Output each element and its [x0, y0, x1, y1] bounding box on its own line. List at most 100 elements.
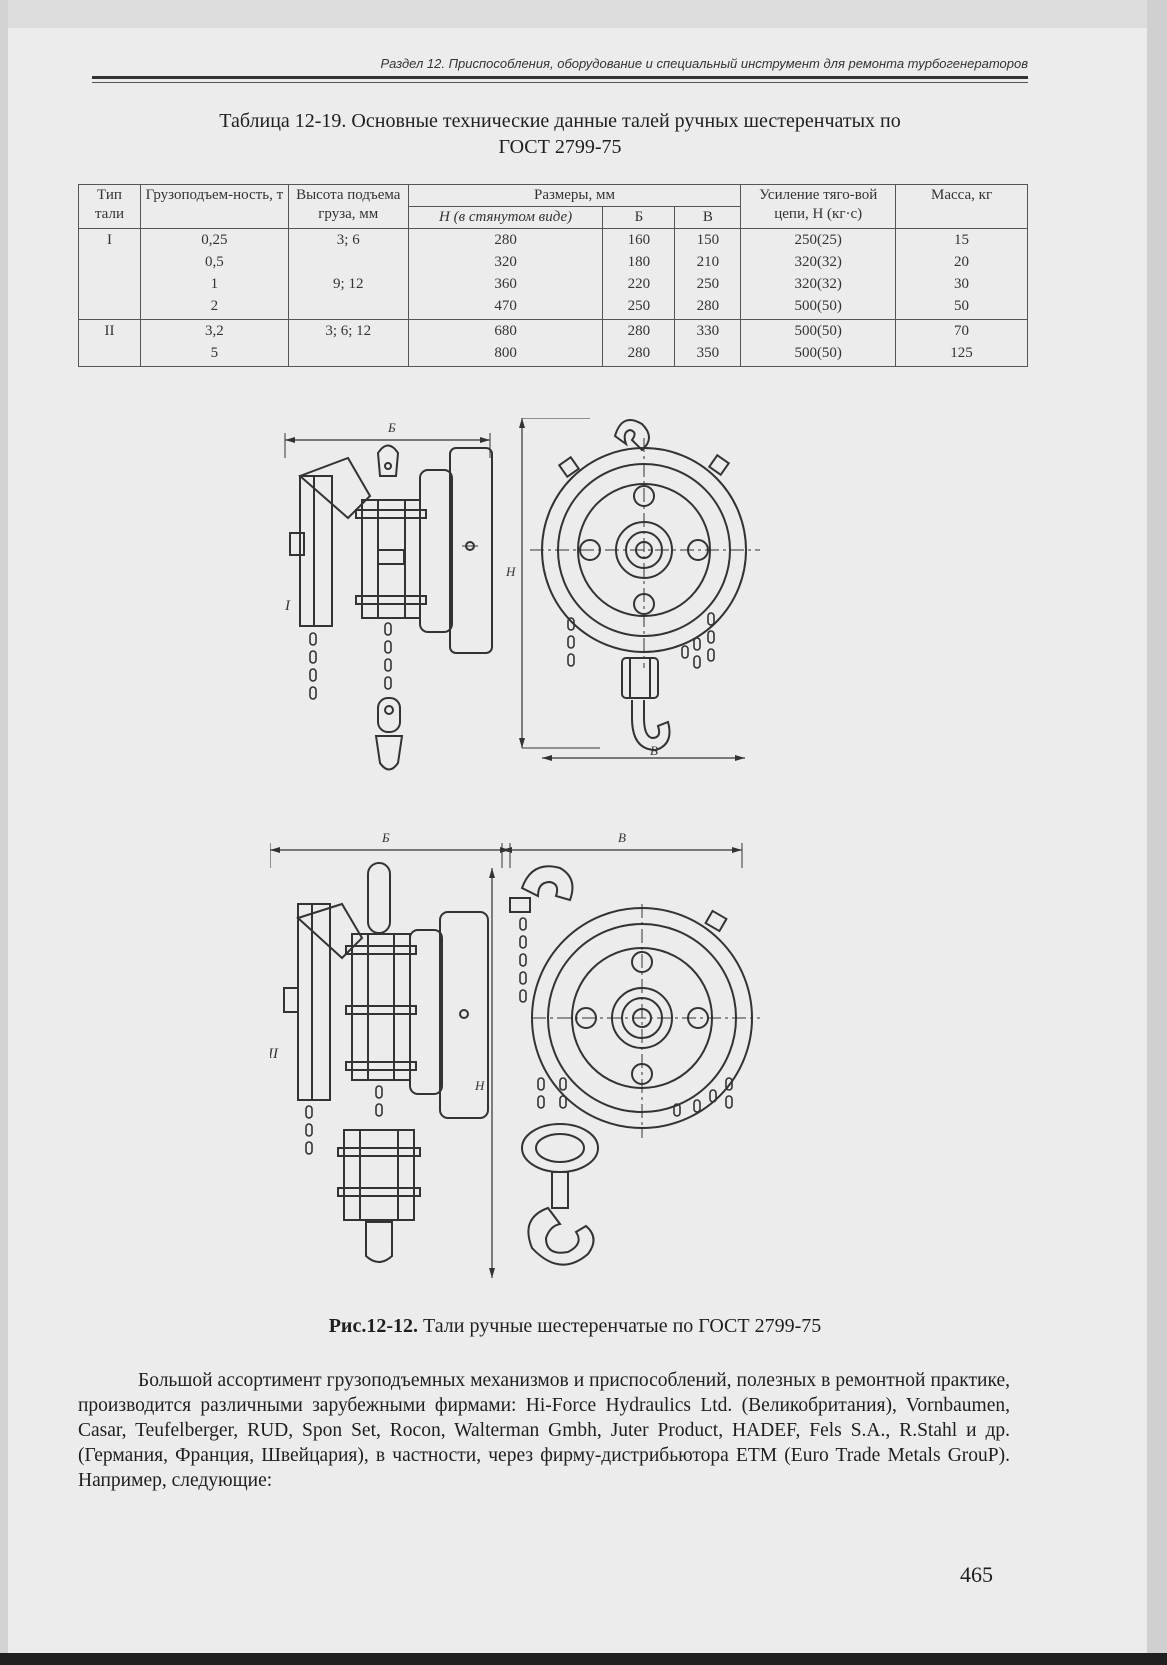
cell-v: 330 350 — [674, 319, 742, 367]
dim-label-b-top: Б — [387, 420, 396, 435]
col-header-h: H (в стянутом виде) — [407, 206, 604, 229]
hoist-type1-side-view: Б I — [284, 420, 493, 771]
cell-value: 250 — [627, 298, 651, 314]
cell-h: 280 320 360 470 — [407, 228, 604, 320]
cell-value: 70 — [954, 323, 970, 339]
header-rule — [92, 76, 1028, 79]
hoist-type2-side-view: Б II — [270, 830, 511, 1263]
cell-value: 680 — [494, 323, 517, 339]
body-paragraph: Большой ассортимент грузоподъемных механ… — [78, 1370, 1010, 1491]
cell-value: 280 — [627, 323, 651, 339]
col-header-lift: Высота подъема груза, мм — [287, 184, 409, 229]
cell-value — [293, 296, 404, 318]
cell-value: 30 — [954, 276, 970, 292]
figure-caption: Рис.12-12. Тали ручные шестеренчатые по … — [100, 1315, 1050, 1338]
cell-value: 500(50) — [794, 345, 842, 361]
cell-value: 3,2 — [205, 323, 224, 339]
cell-value: 3; 6 — [336, 232, 360, 248]
hoist-type2-front-view: В Н — [474, 830, 760, 1278]
figure-caption-number: Рис.12-12. — [328, 1315, 418, 1337]
col-header-force: Усиление тяго-вой цепи, Н (кг·с) — [740, 184, 897, 229]
cell-value: 160 — [627, 232, 651, 248]
cell-value: 1 — [210, 276, 219, 292]
cell-value — [293, 343, 404, 365]
cell-value: 9; 12 — [333, 276, 364, 292]
page-number: 465 — [960, 1562, 993, 1587]
cell-value — [293, 252, 404, 274]
cell-force: 250(25) 320(32) 320(32) 500(50) — [740, 228, 897, 320]
cell-lift: 3; 6; 12 — [287, 319, 409, 367]
spec-table: Тип тали Грузоподъем-ность, т Высота под… — [78, 184, 1028, 367]
cell-value: 0,25 — [201, 232, 228, 248]
cell-value: 800 — [494, 345, 517, 361]
dim-label-b-bottom: Б — [381, 830, 390, 845]
table-caption: Таблица 12-19. Основные технические данн… — [110, 108, 1010, 160]
cell-capacity: 0,25 0,5 1 2 — [139, 228, 289, 320]
table-header-row: Тип тали Грузоподъем-ность, т Высота под… — [78, 184, 1028, 229]
cell-value: 320(32) — [794, 254, 842, 270]
scan-border-bottom — [0, 1653, 1167, 1665]
cell-b: 160 180 220 250 — [602, 228, 676, 320]
table-subheader-row: H (в стянутом виде) Б В — [79, 206, 1028, 229]
cell-value: 20 — [954, 254, 970, 270]
cell-force: 500(50) 500(50) — [740, 319, 897, 367]
cell-value: 280 — [494, 232, 517, 248]
header-rule-thin — [92, 82, 1028, 83]
hoist-type1-front-view: Н В — [505, 418, 760, 761]
cell-capacity: 3,2 5 — [139, 319, 289, 367]
hoist-figure: Б I — [270, 418, 760, 1278]
cell-mass: 15 20 30 50 — [895, 228, 1028, 320]
dim-label-h-top: Н — [505, 564, 516, 579]
cell-value: 220 — [627, 276, 651, 292]
col-header-v: В — [674, 206, 742, 229]
cell-value: 330 — [696, 323, 720, 339]
cell-value: 3; 6; 12 — [325, 323, 372, 339]
table-row: II 3,2 5 3; 6; 12 680 800 280 280 330 35… — [78, 319, 1028, 367]
cell-value: 500(50) — [794, 298, 842, 314]
cell-value: 320 — [494, 254, 517, 270]
type-label-1: I — [284, 598, 291, 614]
scan-border-top — [0, 0, 1167, 28]
figure-caption-text: Тали ручные шестеренчатые по ГОСТ 2799-7… — [418, 1315, 822, 1337]
dim-label-v-bottom: В — [618, 830, 626, 845]
col-header-type: Тип тали — [78, 184, 141, 229]
running-head: Раздел 12. Приспособления, оборудование … — [380, 56, 1028, 71]
cell-value: 50 — [954, 298, 970, 314]
table-caption-line2: ГОСТ 2799-75 — [498, 136, 622, 158]
cell-value: 125 — [950, 345, 973, 361]
col-header-dims: Размеры, мм — [407, 184, 742, 207]
cell-v: 150 210 250 280 — [674, 228, 742, 320]
col-header-b: Б — [602, 206, 676, 229]
body-paragraph-block: Большой ассортимент грузоподъемных механ… — [78, 1368, 1010, 1493]
cell-value: 250(25) — [794, 232, 842, 248]
dim-label-h-bottom: Н — [474, 1078, 485, 1093]
cell-type: I — [78, 228, 141, 320]
cell-value: 350 — [696, 345, 720, 361]
cell-value: 360 — [494, 276, 517, 292]
cell-value: 280 — [627, 345, 651, 361]
cell-type: II — [78, 319, 141, 367]
cell-value: 500(50) — [794, 323, 842, 339]
cell-value: 180 — [627, 254, 651, 270]
cell-mass: 70 125 — [895, 319, 1028, 367]
cell-value: 5 — [210, 345, 219, 361]
cell-value: 250 — [696, 276, 720, 292]
table-caption-line1: Таблица 12-19. Основные технические данн… — [219, 110, 901, 132]
cell-value: 0,5 — [205, 254, 224, 270]
cell-h: 680 800 — [407, 319, 604, 367]
cell-value: 150 — [696, 232, 720, 248]
scan-border-right — [1147, 0, 1167, 1665]
cell-value: 470 — [494, 298, 517, 314]
type-label-2: II — [270, 1046, 279, 1062]
scan-border-left — [0, 0, 8, 1665]
col-header-mass: Масса, кг — [895, 184, 1028, 229]
cell-value: 210 — [696, 254, 720, 270]
cell-value: 280 — [696, 298, 720, 314]
cell-lift: 3; 6 9; 12 — [287, 228, 409, 320]
cell-value: 320(32) — [794, 276, 842, 292]
cell-value: 15 — [954, 232, 970, 248]
cell-b: 280 280 — [602, 319, 676, 367]
cell-value: 2 — [210, 298, 219, 314]
col-header-capacity: Грузоподъем-ность, т — [139, 184, 289, 229]
table-row: I 0,25 0,5 1 2 3; 6 9; 12 280 320 360 47… — [78, 228, 1028, 320]
